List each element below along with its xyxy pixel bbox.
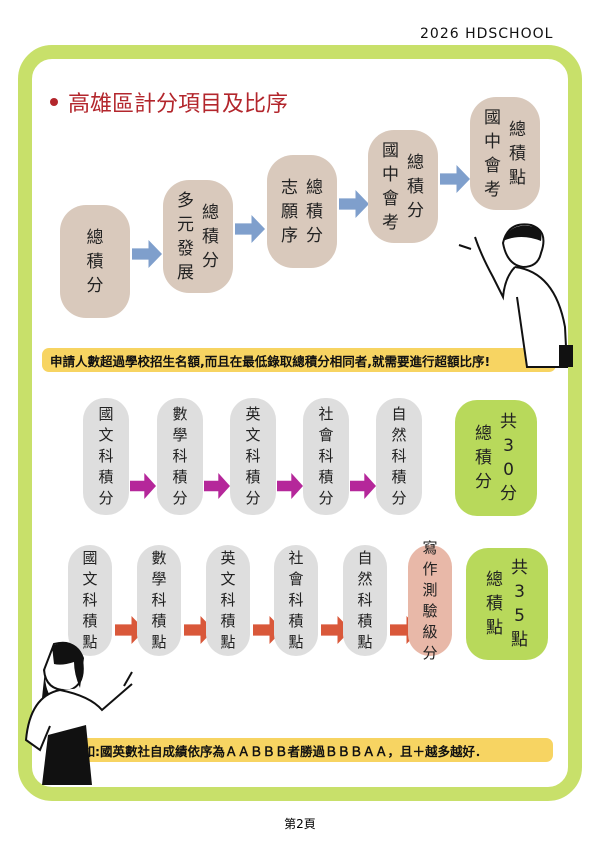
box-text-left: 志願序	[281, 177, 298, 246]
box-text-right: 總積分	[202, 202, 219, 271]
step-box-5: 國中會考總積點	[470, 97, 540, 210]
step-box-2: 多元發展總積分	[163, 180, 233, 293]
woman-pointing-illustration	[24, 641, 133, 785]
subject-box: 英文科積分	[230, 398, 276, 515]
box-text-left: 總積點	[486, 570, 503, 638]
subject-box: 社會科積點	[274, 545, 318, 656]
arrow-right-icon	[277, 473, 303, 499]
subject-box: 社會科積分	[303, 398, 349, 515]
box-text-right: 寫作測驗級分	[422, 538, 438, 662]
box-text-right: 社會科積點	[288, 549, 304, 651]
bullet-dot	[50, 98, 58, 106]
box-text-right: 國文科積分	[98, 405, 114, 507]
example-banner: 例如:國英數社自成績依序為ＡＡＢＢＢ者勝過ＢＢＢＡＡ，且＋越多越好．	[62, 738, 553, 762]
box-text-right: 社會科積分	[318, 405, 334, 507]
title-text: 高雄區計分項目及比序	[68, 92, 289, 117]
subject-box: 自然科積分	[376, 398, 422, 515]
page-number: 第2頁	[284, 817, 316, 831]
step-box-4: 國中會考總積分	[368, 130, 438, 243]
page-frame	[18, 45, 582, 801]
subject-box: 英文科積點	[206, 545, 250, 656]
step-box-3: 志願序總積分	[267, 155, 337, 268]
subject-box: 國文科積分	[83, 398, 129, 515]
box-text-right: 國文科積點	[82, 549, 98, 651]
box-text-left: 總積分	[475, 424, 492, 492]
writing-test-box: 寫作測驗級分	[408, 539, 452, 662]
box-text-left: 多元發展	[177, 190, 194, 283]
box-text-right: 自然科積點	[357, 549, 373, 651]
subject-box: 自然科積點	[343, 545, 387, 656]
box-text-right: 英文科積點	[220, 549, 236, 651]
subject-box: 數學科積點	[137, 545, 181, 656]
subject-box: 數學科積分	[157, 398, 203, 515]
arrow-right-icon	[132, 240, 162, 268]
notice-banner: 申請人數超過學校招生名額,而且在最低錄取總積分相同者,就需要進行超額比序!	[42, 348, 556, 372]
box-text-right: 總積分	[86, 227, 104, 296]
box-text-right: 數學科積點	[151, 549, 167, 651]
subject-box: 國文科積點	[68, 545, 112, 656]
arrow-right-icon	[350, 473, 376, 499]
box-text-left: 國中會考	[484, 107, 501, 200]
brand-header: 2026 HDSCHOOL	[420, 26, 554, 42]
arrow-right-icon	[339, 190, 369, 218]
step-box-1: 總積分	[60, 205, 130, 318]
arrow-right-icon	[235, 215, 265, 243]
box-text-right: 數學科積分	[172, 405, 188, 507]
box-text-right: 總積分	[306, 177, 323, 246]
arrow-right-icon	[204, 473, 230, 499]
box-text-right: 自然科積分	[391, 405, 407, 507]
box-text-right: 總積點	[509, 119, 526, 188]
arrow-right-icon	[440, 165, 470, 193]
arrow-right-icon	[130, 473, 156, 499]
box-text-right: 英文科積分	[245, 405, 261, 507]
box-text-left: 國中會考	[382, 140, 399, 233]
box-text-right: 總積分	[407, 152, 424, 221]
page-title: 高雄區計分項目及比序	[50, 86, 288, 118]
man-pointing-illustration	[458, 223, 573, 368]
